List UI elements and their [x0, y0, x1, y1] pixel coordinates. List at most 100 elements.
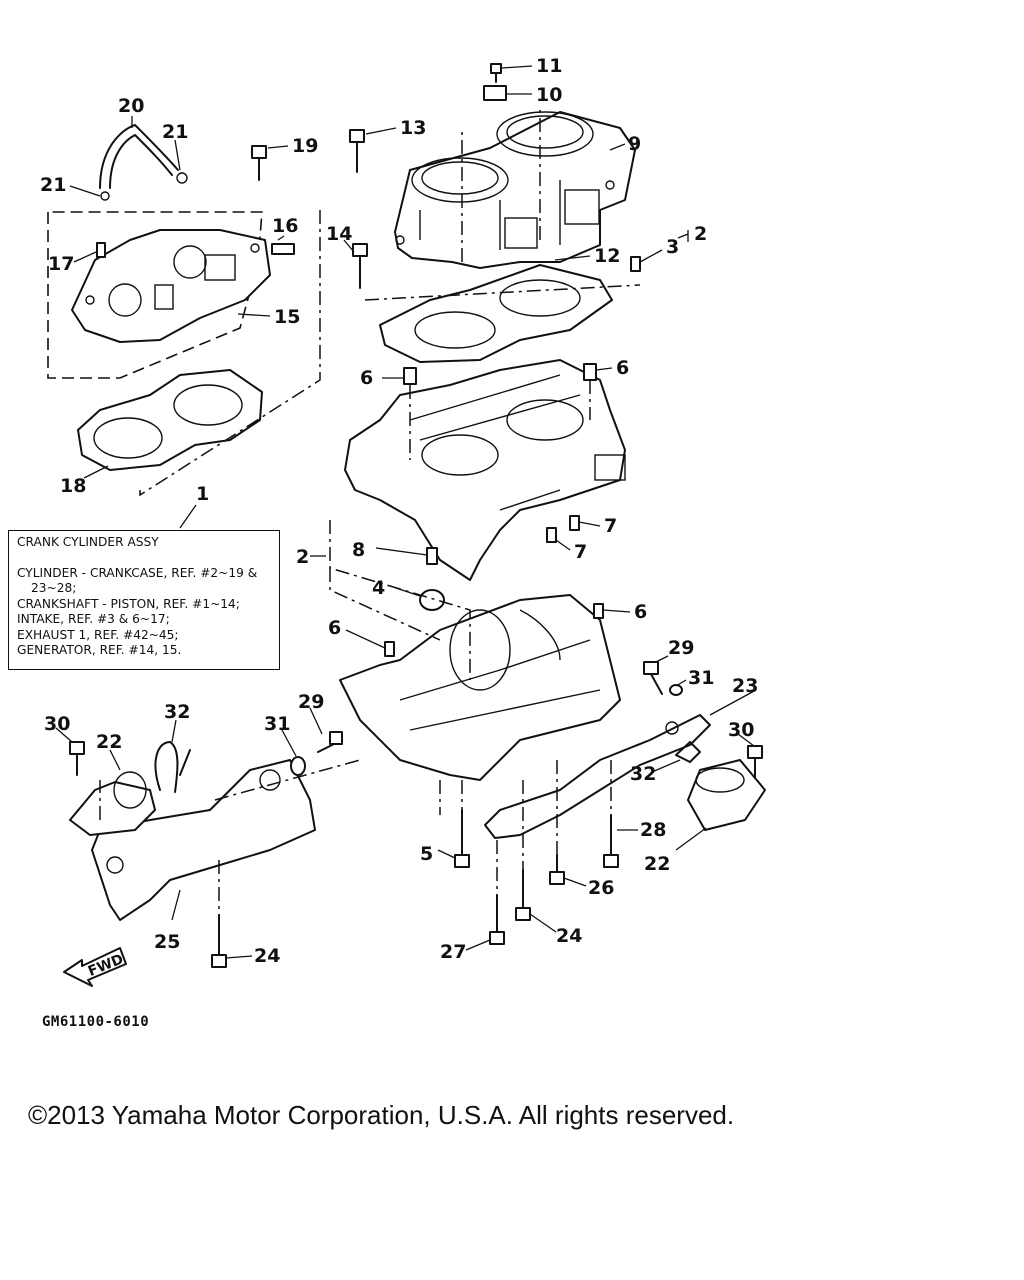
- clip-part-21-upper[interactable]: [176, 172, 188, 184]
- callout-13: 13: [400, 117, 426, 139]
- callout-5: 5: [420, 843, 433, 865]
- head-cover-part-15[interactable]: [71, 229, 271, 343]
- bolt-part-19[interactable]: [251, 145, 267, 181]
- callout-24-left: 24: [254, 945, 280, 967]
- callout-11: 11: [536, 55, 562, 77]
- callout-30-left: 30: [44, 713, 70, 735]
- cylinder-gasket-part-12[interactable]: [379, 264, 613, 363]
- bolt-part-27[interactable]: [489, 894, 505, 945]
- callout-numbers: 20 21 21 19 13 11 10 9 14 16 17 15 12 3 …: [40, 55, 758, 967]
- crank-cylinder-assy-box: CRANK CYLINDER ASSY CYLINDER - CRANKCASE…: [8, 530, 280, 670]
- callout-20: 20: [118, 95, 144, 117]
- head-gasket-part-18[interactable]: [77, 369, 263, 471]
- bolt-part-24-mid[interactable]: [515, 869, 531, 921]
- washer-part-31-left[interactable]: [290, 756, 306, 776]
- callout-29-right: 29: [668, 637, 694, 659]
- callout-18: 18: [60, 475, 86, 497]
- callout-19: 19: [292, 135, 318, 157]
- callout-7-b: 7: [574, 541, 587, 563]
- bolt-part-13[interactable]: [349, 129, 365, 173]
- bolt-part-30-right[interactable]: [747, 745, 763, 779]
- callout-2: 2: [296, 546, 309, 568]
- callout-6-c: 6: [634, 601, 647, 623]
- dowel-part-6-c[interactable]: [593, 603, 604, 619]
- washer-part-31-right[interactable]: [669, 684, 683, 696]
- sensor-part-16[interactable]: [271, 243, 295, 255]
- bracket-part-32-left[interactable]: [154, 741, 191, 793]
- head-cover-dashed-box: [47, 211, 263, 379]
- callout-24-mid: 24: [556, 925, 582, 947]
- callout-8: 8: [352, 539, 365, 561]
- engine-mount-part-23[interactable]: [484, 714, 711, 839]
- callout-4: 4: [372, 577, 385, 599]
- bracket-part-32-right[interactable]: [675, 741, 701, 763]
- callout-6-b: 6: [616, 357, 629, 379]
- callout-1: 1: [196, 483, 209, 505]
- callout-26: 26: [588, 877, 614, 899]
- dowel-part-6-d[interactable]: [384, 641, 395, 657]
- callout-2-top: 2: [694, 223, 707, 245]
- bolt-part-30-left[interactable]: [69, 741, 85, 776]
- clamp-part-10[interactable]: [483, 85, 507, 101]
- bolt-part-11[interactable]: [490, 63, 502, 83]
- callout-28: 28: [640, 819, 666, 841]
- copyright-notice: ©2013 Yamaha Motor Corporation, U.S.A. A…: [28, 1100, 735, 1130]
- callout-7-a: 7: [604, 515, 617, 537]
- cylinder-part-9[interactable]: [394, 111, 636, 269]
- callout-10: 10: [536, 84, 562, 106]
- fwd-arrow: FWD: [63, 947, 127, 987]
- callout-9: 9: [628, 133, 641, 155]
- crankcase-upper-part-2[interactable]: [344, 359, 626, 581]
- callout-15: 15: [274, 306, 300, 328]
- callout-3: 3: [666, 236, 679, 258]
- rubber-mount-part-22-right[interactable]: [687, 759, 766, 831]
- callout-27: 27: [440, 941, 466, 963]
- assy-box-line: GENERATOR, REF. #14, 15.: [17, 643, 182, 657]
- pin-part-8[interactable]: [426, 547, 438, 565]
- callout-32-right: 32: [630, 763, 656, 785]
- callout-32-left: 32: [164, 701, 190, 723]
- callout-16: 16: [272, 215, 298, 237]
- figure-code: GM61100-6010: [42, 1014, 150, 1030]
- callout-31-right: 31: [688, 667, 714, 689]
- callout-21-top: 21: [162, 121, 188, 143]
- callout-6-a: 6: [360, 367, 373, 389]
- engine-mount-part-25[interactable]: [91, 759, 316, 921]
- callout-6-d: 6: [328, 617, 341, 639]
- callout-30-right: 30: [728, 719, 754, 741]
- assy-box-title: CRANK CYLINDER ASSY: [17, 535, 159, 549]
- bolt-part-29-right[interactable]: [643, 661, 663, 695]
- callout-25: 25: [154, 931, 180, 953]
- bushing-part-4[interactable]: [419, 589, 445, 611]
- callout-31-left: 31: [264, 713, 290, 735]
- callout-23: 23: [732, 675, 758, 697]
- bolt-part-26[interactable]: [549, 854, 565, 885]
- dowel-part-7-a[interactable]: [569, 515, 580, 531]
- hose-part-20[interactable]: [99, 124, 179, 189]
- clip-part-21-lower[interactable]: [100, 191, 110, 201]
- bolt-part-29-left[interactable]: [317, 731, 343, 753]
- callout-22-right: 22: [644, 853, 670, 875]
- dowel-part-17[interactable]: [96, 242, 106, 258]
- callout-17: 17: [48, 253, 74, 275]
- bolt-part-24-left[interactable]: [211, 914, 227, 968]
- assy-box-line: INTAKE, REF. #3 & 6~17;: [17, 612, 170, 626]
- dowel-part-6-a[interactable]: [403, 367, 417, 385]
- callout-14: 14: [326, 223, 352, 245]
- assy-box-line: EXHAUST 1, REF. #42~45;: [17, 627, 179, 642]
- callout-22-left: 22: [96, 731, 122, 753]
- leader-lines: [55, 65, 757, 959]
- assy-box-line: CYLINDER - CRANKCASE, REF. #2~19 &: [17, 565, 258, 580]
- assy-box-line: CRANKSHAFT - PISTON, REF. #1~14;: [17, 596, 240, 611]
- callout-21-left: 21: [40, 174, 66, 196]
- assy-box-line: 23~28;: [31, 581, 77, 595]
- dowel-part-3[interactable]: [630, 256, 641, 272]
- callout-29-left: 29: [298, 691, 324, 713]
- callout-12: 12: [594, 245, 620, 267]
- dowel-part-6-b[interactable]: [583, 363, 597, 381]
- bolt-part-14[interactable]: [352, 243, 368, 289]
- rubber-mount-part-22-left[interactable]: [69, 771, 156, 836]
- crankcase-lower-part-2[interactable]: [339, 594, 621, 781]
- dowel-part-7-b[interactable]: [546, 527, 557, 543]
